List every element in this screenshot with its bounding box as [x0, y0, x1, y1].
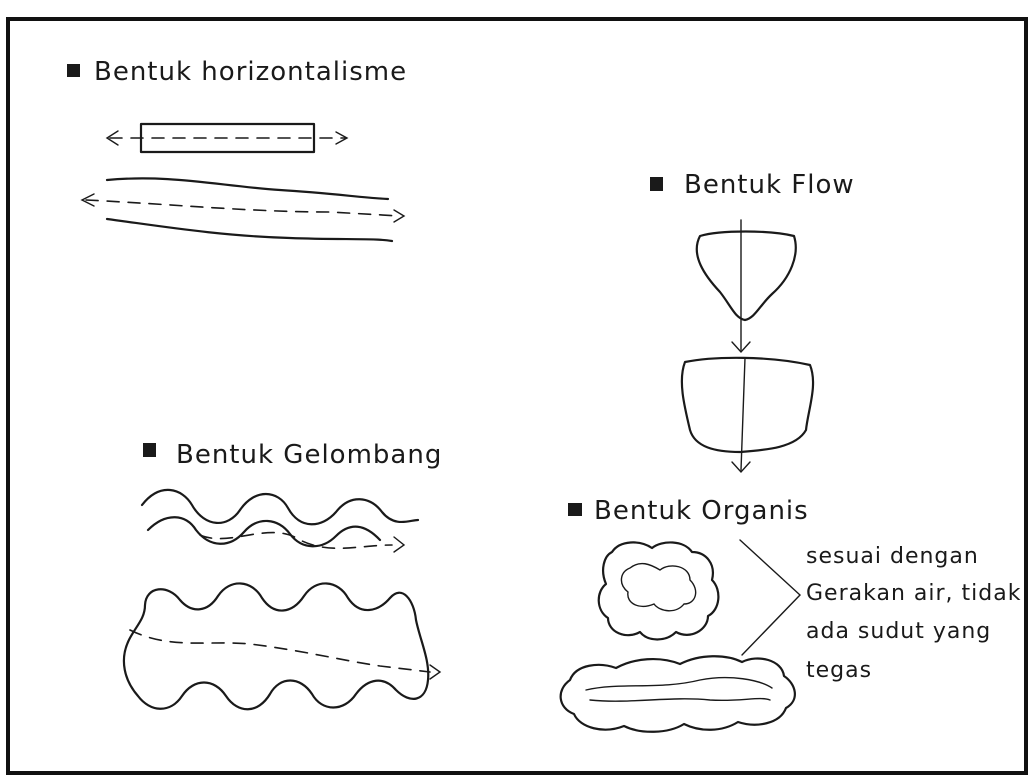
organic-blob-small-shape — [599, 542, 719, 639]
note-line-3: ada sudut yang — [806, 619, 991, 644]
section-gelombang: Bentuk Gelombang — [124, 440, 442, 709]
bullet-icon — [650, 177, 663, 191]
horizontal-band-shape — [82, 178, 404, 241]
section-horizontalisme: Bentuk horizontalisme — [67, 57, 407, 241]
bullet-icon — [67, 64, 80, 77]
flow-shape — [682, 220, 813, 472]
bracket-connector — [740, 540, 800, 655]
organic-blob-large-shape — [561, 656, 795, 732]
organis-note: sesuai dengan Gerakan air, tidak ada sud… — [806, 544, 1021, 683]
note-line-2: Gerakan air, tidak — [806, 581, 1021, 606]
section-label-flow: Bentuk Flow — [684, 170, 855, 200]
section-label-organis: Bentuk Organis — [594, 496, 809, 526]
bullet-icon — [568, 503, 582, 516]
section-label-gelombang: Bentuk Gelombang — [176, 440, 442, 470]
section-organis: Bentuk Organis sesuai dengan Gerakan air… — [561, 496, 1022, 732]
wave-blob-shape — [124, 583, 440, 709]
note-line-1: sesuai dengan — [806, 544, 979, 569]
note-line-4: tegas — [806, 658, 872, 683]
section-label-horizontalisme: Bentuk horizontalisme — [94, 57, 407, 87]
bullet-icon — [143, 443, 156, 457]
section-flow: Bentuk Flow — [650, 170, 855, 472]
horizontal-bar-shape — [107, 124, 347, 152]
wave-lines-shape — [142, 490, 418, 552]
